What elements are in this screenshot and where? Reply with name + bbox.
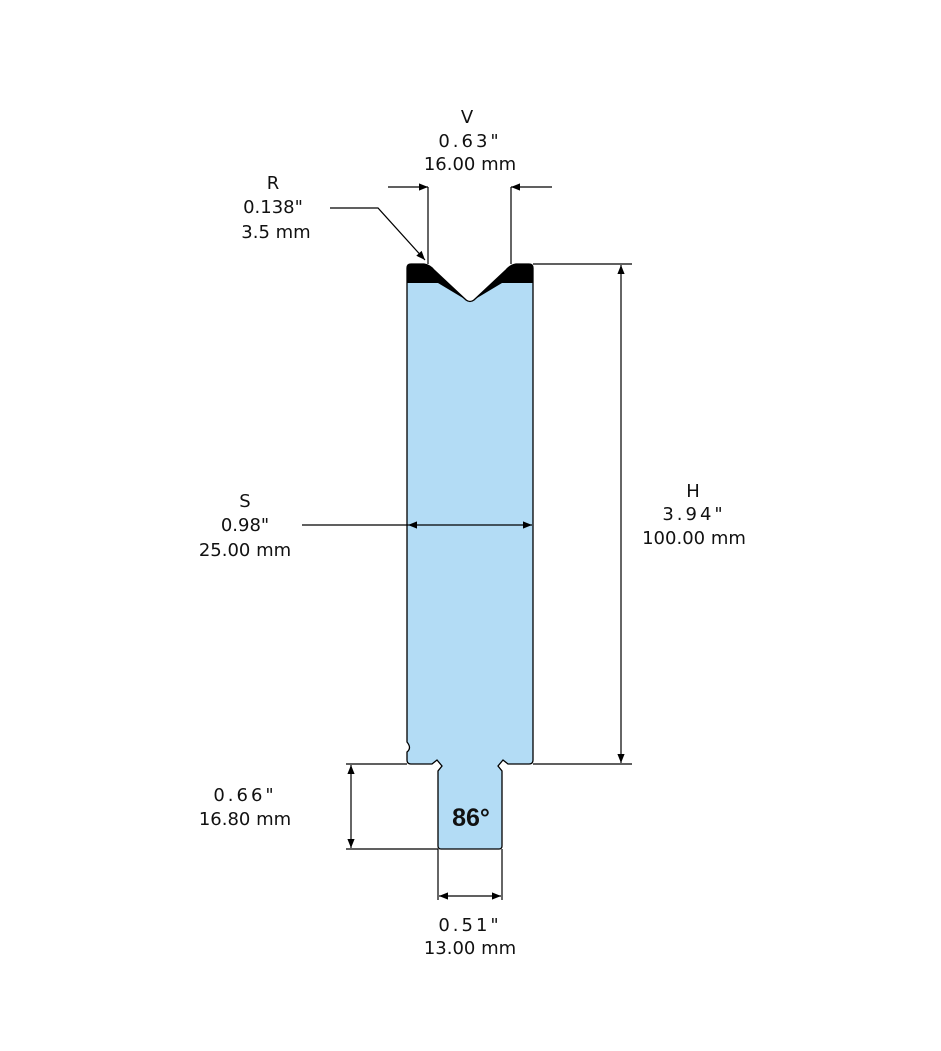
v-mm: 16.00 mm bbox=[424, 154, 516, 175]
v-inch: 0.63" bbox=[438, 131, 501, 152]
r-label: R bbox=[267, 173, 280, 194]
r-inch: 0.138" bbox=[243, 197, 303, 218]
s-dimension: S 0.98" 25.00 mm bbox=[199, 491, 532, 561]
s-label: S bbox=[239, 491, 250, 512]
tang-height-inch: 0.66" bbox=[213, 785, 276, 806]
h-mm: 100.00 mm bbox=[642, 528, 746, 549]
tang-width-mm: 13.00 mm bbox=[424, 938, 516, 959]
h-inch: 3.94" bbox=[662, 504, 725, 525]
r-dimension: R 0.138" 3.5 mm bbox=[241, 173, 426, 261]
h-dimension: H 3.94" 100.00 mm bbox=[533, 263, 746, 765]
tang-height-mm: 16.80 mm bbox=[199, 809, 291, 830]
v-dimension: V 0.63" 16.00 mm bbox=[388, 107, 552, 264]
tang-width-inch: 0.51" bbox=[438, 915, 501, 936]
s-inch: 0.98" bbox=[221, 515, 269, 536]
tang-width-dimension: 0.51" 13.00 mm bbox=[424, 849, 516, 959]
right-shoulder-radius bbox=[472, 264, 533, 301]
angle-label: 86° bbox=[452, 804, 490, 832]
v-label: V bbox=[461, 107, 474, 128]
tang-height-dimension: 0.66" 16.80 mm bbox=[199, 763, 438, 850]
h-label: H bbox=[686, 481, 700, 502]
die-body bbox=[406, 263, 534, 850]
r-mm: 3.5 mm bbox=[241, 222, 310, 243]
left-shoulder-radius bbox=[407, 264, 468, 301]
s-mm: 25.00 mm bbox=[199, 540, 291, 561]
